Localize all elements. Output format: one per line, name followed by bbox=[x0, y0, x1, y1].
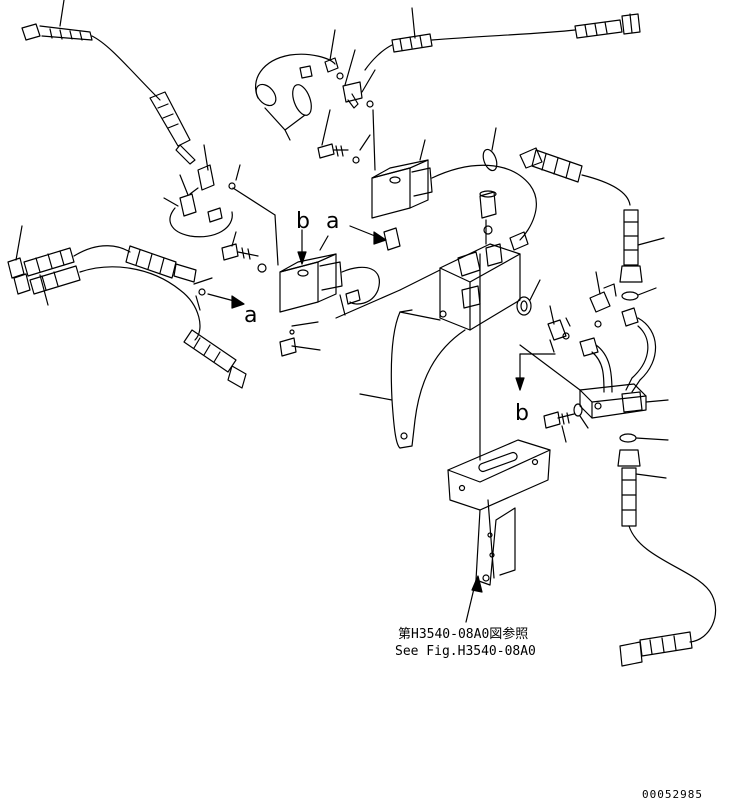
reference-text-japanese: 第H3540-08A0図参照 bbox=[398, 626, 528, 642]
valve-block-upper bbox=[317, 109, 433, 219]
fittings-left-middle bbox=[163, 144, 279, 266]
bracket-lower bbox=[447, 439, 551, 586]
reference-text-english: See Fig.H3540-08A0 bbox=[395, 644, 536, 659]
harness-upper bbox=[431, 127, 537, 251]
hose-top-right bbox=[364, 7, 641, 71]
drawing-code: 00052985 bbox=[642, 788, 703, 801]
hoses-right bbox=[519, 147, 717, 667]
callout-letter-a-upper: a bbox=[326, 209, 339, 234]
hose-top-left bbox=[21, 0, 196, 165]
callout-letter-b-upper: b bbox=[296, 209, 310, 234]
hoses-left-pair bbox=[7, 225, 247, 389]
bracket-main bbox=[359, 190, 541, 461]
callout-letter-a-lower: a bbox=[244, 303, 257, 328]
valve-block-lower bbox=[221, 231, 441, 357]
callout-arrows bbox=[207, 225, 556, 623]
callout-letter-b-lower: b bbox=[515, 401, 529, 426]
fittings-top-center bbox=[254, 29, 376, 141]
fittings-right bbox=[543, 271, 657, 443]
